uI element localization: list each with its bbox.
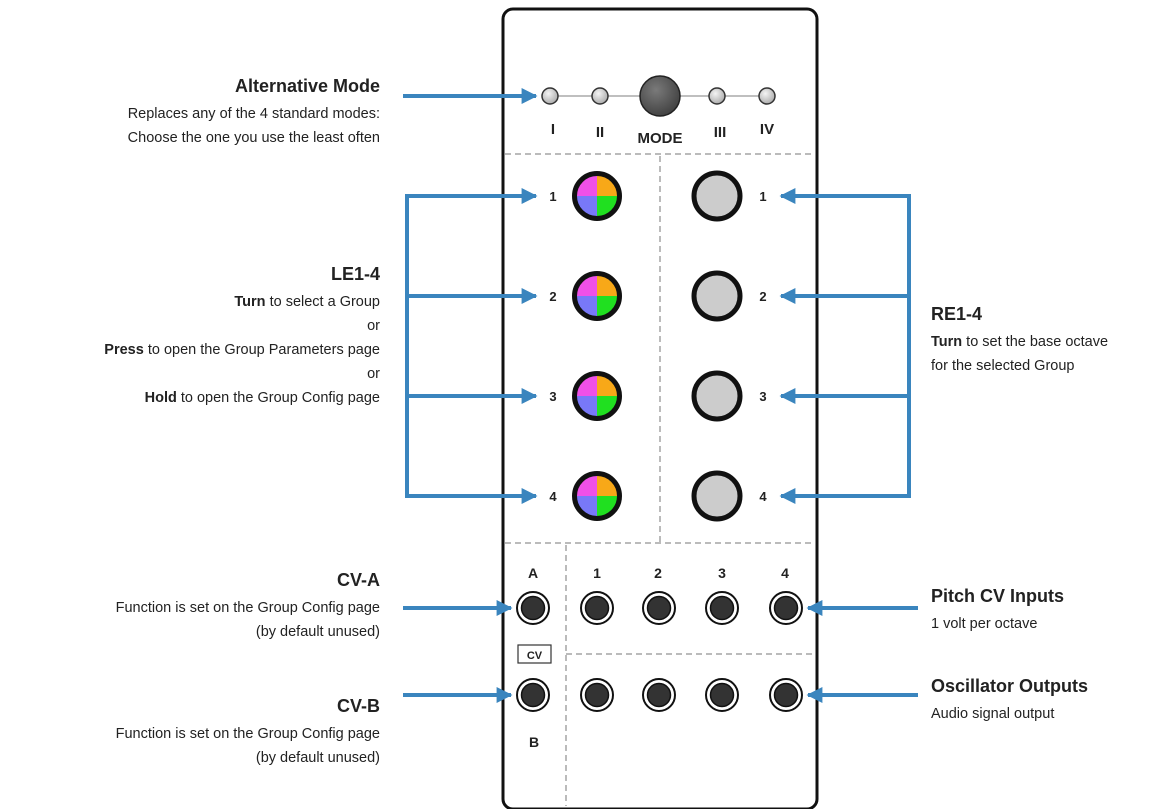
- left-encoder-number: 2: [549, 289, 556, 304]
- mode-led-ii: [591, 87, 609, 105]
- osc-title: Oscillator Outputs: [931, 676, 1089, 696]
- le-turn-bold: Turn: [234, 294, 266, 310]
- mode-label-i: I: [551, 121, 555, 138]
- left-encoder-number: 4: [549, 489, 557, 504]
- oscillator-output-jack-4[interactable]: [769, 678, 803, 712]
- cvb-line2: (by default unused): [255, 750, 380, 766]
- right-encoder-1[interactable]: [691, 170, 743, 222]
- le-press-bold: Press: [104, 342, 144, 358]
- panel-dividers: [505, 153, 815, 806]
- le-or2: or: [367, 366, 380, 382]
- jack-label-a: A: [528, 565, 538, 581]
- annotation-le: LE1-4 Turn to select a Group or Press to…: [104, 262, 380, 410]
- mode-label-mode: MODE: [638, 130, 683, 147]
- left-encoder-number: 3: [549, 389, 556, 404]
- left-encoder-2[interactable]: [572, 271, 622, 321]
- pitch-cv-input-jack-2[interactable]: [642, 591, 676, 625]
- cva-line2: (by default unused): [255, 624, 380, 640]
- mode-led-iii: [708, 87, 726, 105]
- cvb-line1: Function is set on the Group Config page: [115, 726, 380, 742]
- oscillator-output-jack-1[interactable]: [580, 678, 614, 712]
- right-encoder-number: 1: [759, 189, 766, 204]
- mode-led-iv: [758, 87, 776, 105]
- alt-mode-title: Alternative Mode: [234, 76, 380, 96]
- jack-label-3: 3: [718, 565, 726, 581]
- le-or1: or: [367, 318, 380, 334]
- right-encoder-4[interactable]: [691, 470, 743, 522]
- mode-label-ii: II: [596, 124, 604, 141]
- alt-mode-line1: Replaces any of the 4 standard modes:: [127, 106, 380, 122]
- mode-label-iii: III: [714, 124, 727, 141]
- pitch-cv-input-jack-1[interactable]: [580, 591, 614, 625]
- left-encoder-number: 1: [549, 189, 556, 204]
- pitch-cv-input-jack-3[interactable]: [705, 591, 739, 625]
- re-turn-rest: to set the base octave: [962, 334, 1109, 350]
- annotation-cv-b: CV-B Function is set on the Group Config…: [116, 694, 380, 770]
- mode-button[interactable]: [639, 75, 681, 117]
- alt-mode-line2: Choose the one you use the least often: [127, 130, 380, 146]
- right-encoder-number: 4: [759, 489, 767, 504]
- le-hold-rest: to open the Group Config page: [176, 390, 380, 406]
- annotation-re: RE1-4 Turn to set the base octave for th…: [931, 302, 1108, 378]
- mode-led-i: [541, 87, 559, 105]
- right-encoder-2[interactable]: [691, 270, 743, 322]
- oscillator-output-jack-2[interactable]: [642, 678, 676, 712]
- left-encoder-1[interactable]: [572, 171, 622, 221]
- cva-title: CV-A: [336, 570, 380, 590]
- left-encoders: 1 2 3 4: [549, 171, 622, 521]
- osc-line1: Audio signal output: [931, 706, 1055, 722]
- right-encoder-number: 2: [759, 289, 766, 304]
- oscillator-output-jack-3[interactable]: [705, 678, 739, 712]
- re-line2: for the selected Group: [931, 358, 1075, 374]
- jacks: [516, 591, 803, 712]
- annotation-osc-outputs: Oscillator Outputs Audio signal output: [931, 674, 1088, 726]
- le-press-rest: to open the Group Parameters page: [143, 342, 380, 358]
- annotation-cv-a: CV-A Function is set on the Group Config…: [116, 568, 380, 644]
- cv-a-jack[interactable]: [516, 591, 550, 625]
- cvb-title: CV-B: [336, 696, 380, 716]
- jack-label-2: 2: [654, 565, 662, 581]
- pitch-line1: 1 volt per octave: [931, 616, 1038, 632]
- right-encoders: 1 2 3 4: [691, 170, 767, 522]
- mode-label-iv: IV: [760, 121, 774, 138]
- re-title: RE1-4: [931, 304, 983, 324]
- cv-label: CV: [527, 650, 543, 662]
- cv-b-jack[interactable]: [516, 678, 550, 712]
- left-encoder-3[interactable]: [572, 371, 622, 421]
- re-turn-bold: Turn: [931, 334, 963, 350]
- cv-label-box: [517, 644, 552, 664]
- cva-line1: Function is set on the Group Config page: [115, 600, 380, 616]
- jack-label-1: 1: [593, 565, 601, 581]
- le-hold-bold: Hold: [144, 390, 177, 406]
- pitch-title: Pitch CV Inputs: [931, 586, 1065, 606]
- annotation-alternative-mode: Alternative Mode Replaces any of the 4 s…: [128, 74, 380, 150]
- right-encoder-3[interactable]: [691, 370, 743, 422]
- jack-label-4: 4: [781, 565, 789, 581]
- jack-label-b: B: [529, 734, 539, 750]
- pitch-cv-input-jack-4[interactable]: [769, 591, 803, 625]
- annotation-arrows: [403, 88, 918, 703]
- le-turn-rest: to select a Group: [265, 294, 380, 310]
- annotation-pitch-cv: Pitch CV Inputs 1 volt per octave: [931, 584, 1064, 636]
- le-title: LE1-4: [330, 264, 380, 284]
- right-encoder-number: 3: [759, 389, 766, 404]
- left-encoder-4[interactable]: [572, 471, 622, 521]
